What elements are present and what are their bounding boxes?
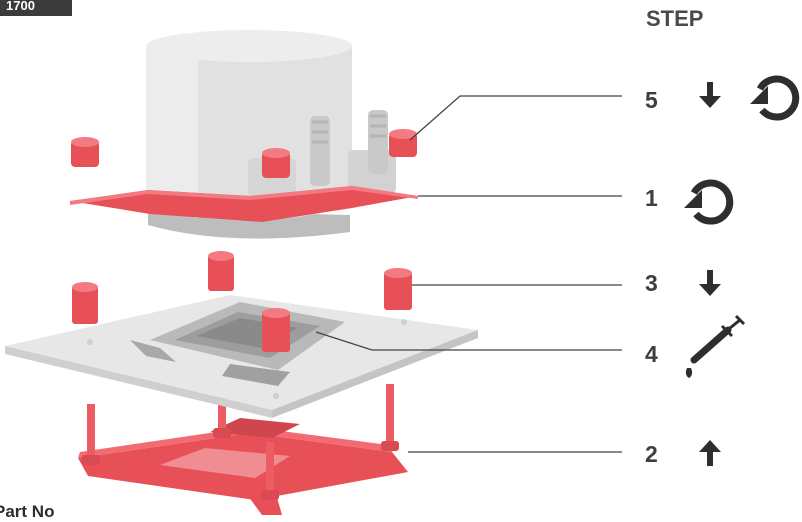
thermal-paste-syringe-icon bbox=[686, 316, 744, 378]
arrow-down-icon bbox=[699, 82, 721, 108]
leader-line-5 bbox=[410, 96, 622, 140]
pump-block bbox=[70, 30, 418, 239]
arrow-up-icon bbox=[699, 440, 721, 466]
rotate-icon bbox=[750, 79, 796, 117]
rotate-icon bbox=[684, 183, 730, 221]
arrow-down-icon bbox=[699, 270, 721, 296]
leader-lines bbox=[316, 96, 622, 452]
